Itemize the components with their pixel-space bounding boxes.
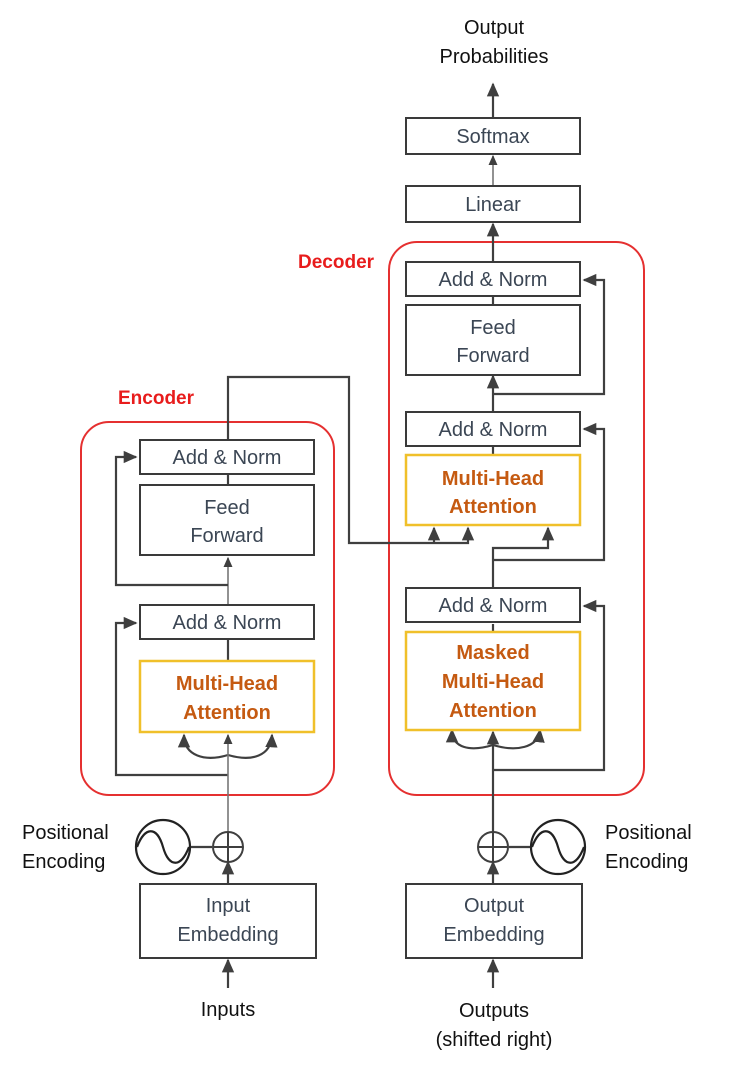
decoder-residual-mid	[493, 422, 606, 562]
encoder-label: Encoder	[118, 388, 195, 409]
decoder-add-norm-mid-label: Add & Norm	[439, 419, 548, 441]
decoder-label: Decoder	[298, 252, 375, 273]
encoder-add-norm-top-box	[139, 439, 315, 475]
encoder-sine-wave-icon	[134, 818, 192, 876]
decoder-add-norm-bottom-box	[405, 587, 581, 623]
masked-attention-line3: Attention	[449, 700, 537, 722]
encoder-add-norm-top-label: Add & Norm	[173, 447, 282, 469]
decoder-outline	[388, 241, 645, 796]
decoder-attn-query-arrow	[491, 526, 555, 560]
decoder-feed-forward-box	[405, 304, 581, 376]
outputs-label-line1: Outputs	[459, 1000, 529, 1022]
encoder-attention-line2: Attention	[183, 702, 271, 724]
encoder-attn-left-arrow	[177, 733, 229, 759]
decoder-attention-line2: Attention	[449, 496, 537, 518]
encoder-multi-head-attention-box	[138, 659, 316, 734]
encoder-to-decoder-arrow	[226, 375, 475, 545]
softmax-box	[405, 117, 581, 155]
encoder-attn-right-arrow	[227, 733, 278, 759]
masked-attn-right-arrow	[492, 728, 545, 750]
decoder-feed-forward-line2: Forward	[456, 345, 529, 367]
linear-box	[405, 185, 581, 223]
encoder-feed-forward-box	[139, 484, 315, 556]
encoder-attention-line1: Multi-Head	[176, 673, 278, 695]
decoder-positional-line1: Positional	[605, 822, 692, 844]
masked-attention-line2: Multi-Head	[442, 671, 544, 693]
encoder-add-norm-bottom-box	[139, 604, 315, 640]
decoder-feed-forward-line1: Feed	[470, 317, 516, 339]
decoder-residual-bottom	[493, 599, 606, 772]
encoder-positional-line1: Positional	[22, 822, 109, 844]
encoder-positional-line2: Encoding	[22, 851, 105, 873]
input-embedding-box	[139, 883, 317, 959]
encoder-feed-forward-line1: Feed	[204, 497, 250, 519]
output-embedding-line2: Embedding	[443, 924, 544, 946]
input-embedding-line1: Input	[206, 895, 251, 917]
masked-attn-left-arrow	[445, 728, 494, 750]
decoder-add-norm-top-box	[405, 261, 581, 297]
encoder-feed-forward-line2: Forward	[190, 525, 263, 547]
output-embedding-line1: Output	[464, 895, 524, 917]
masked-multi-head-attention-box	[404, 630, 582, 732]
encoder-outline	[80, 421, 335, 796]
decoder-positional-line2: Encoding	[605, 851, 688, 873]
decoder-add-norm-mid-box	[405, 411, 581, 447]
decoder-plus-icon	[477, 831, 509, 863]
masked-attention-line1: Masked	[456, 642, 529, 664]
inputs-label: Inputs	[201, 999, 255, 1021]
input-embedding-line2: Embedding	[177, 924, 278, 946]
encoder-residual-bottom	[114, 616, 228, 777]
encoder-plus-icon	[212, 831, 244, 863]
outputs-label-line2: (shifted right)	[436, 1029, 553, 1051]
decoder-sine-wave-icon	[529, 818, 587, 876]
linear-label: Linear	[465, 194, 521, 216]
encoder-residual-top	[114, 450, 228, 587]
decoder-attention-line1: Multi-Head	[442, 468, 544, 490]
output-probabilities-line2: Probabilities	[440, 46, 549, 68]
output-probabilities-line1: Output	[464, 17, 524, 39]
decoder-add-norm-bottom-label: Add & Norm	[439, 595, 548, 617]
encoder-add-norm-bottom-label: Add & Norm	[173, 612, 282, 634]
decoder-multi-head-attention-box	[404, 453, 582, 527]
decoder-add-norm-top-label: Add & Norm	[439, 269, 548, 291]
softmax-label: Softmax	[456, 126, 529, 148]
output-embedding-box	[405, 883, 583, 959]
decoder-residual-top	[493, 273, 606, 396]
